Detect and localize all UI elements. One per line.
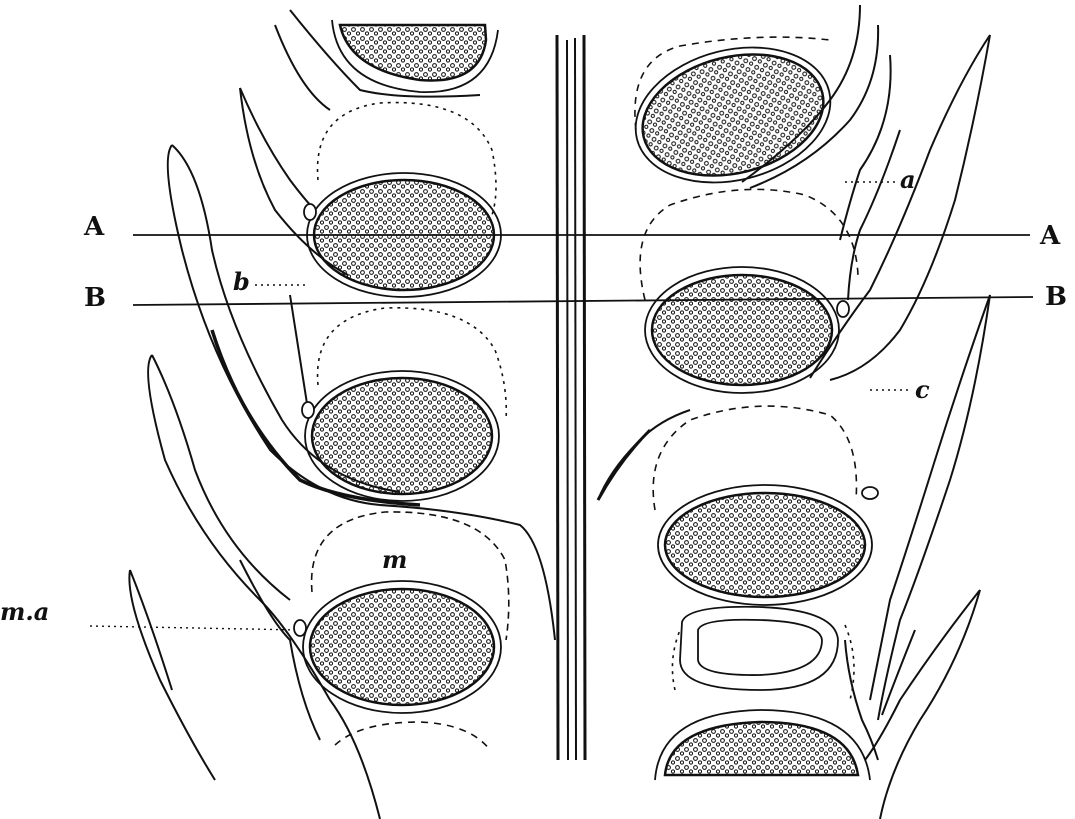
sporangium xyxy=(665,493,865,597)
label-c: c xyxy=(915,375,930,404)
label-A-right: A xyxy=(1039,221,1061,251)
sporangium xyxy=(340,25,486,81)
sporangia-left xyxy=(310,25,494,705)
label-A-left: A xyxy=(83,212,105,242)
sporangium xyxy=(652,275,832,385)
sporangium xyxy=(312,378,492,494)
label-a: a xyxy=(900,165,916,194)
label-B-left: B xyxy=(84,283,106,313)
label-m: m xyxy=(382,545,407,574)
label-ma: m.a xyxy=(0,597,49,626)
central-axis xyxy=(557,35,585,760)
sporangia-right xyxy=(630,36,865,775)
sporangium xyxy=(665,722,858,775)
empty-sporangium xyxy=(698,620,822,675)
label-b: b xyxy=(233,267,250,296)
label-B-right: B xyxy=(1045,282,1067,312)
sporangium xyxy=(310,589,494,705)
